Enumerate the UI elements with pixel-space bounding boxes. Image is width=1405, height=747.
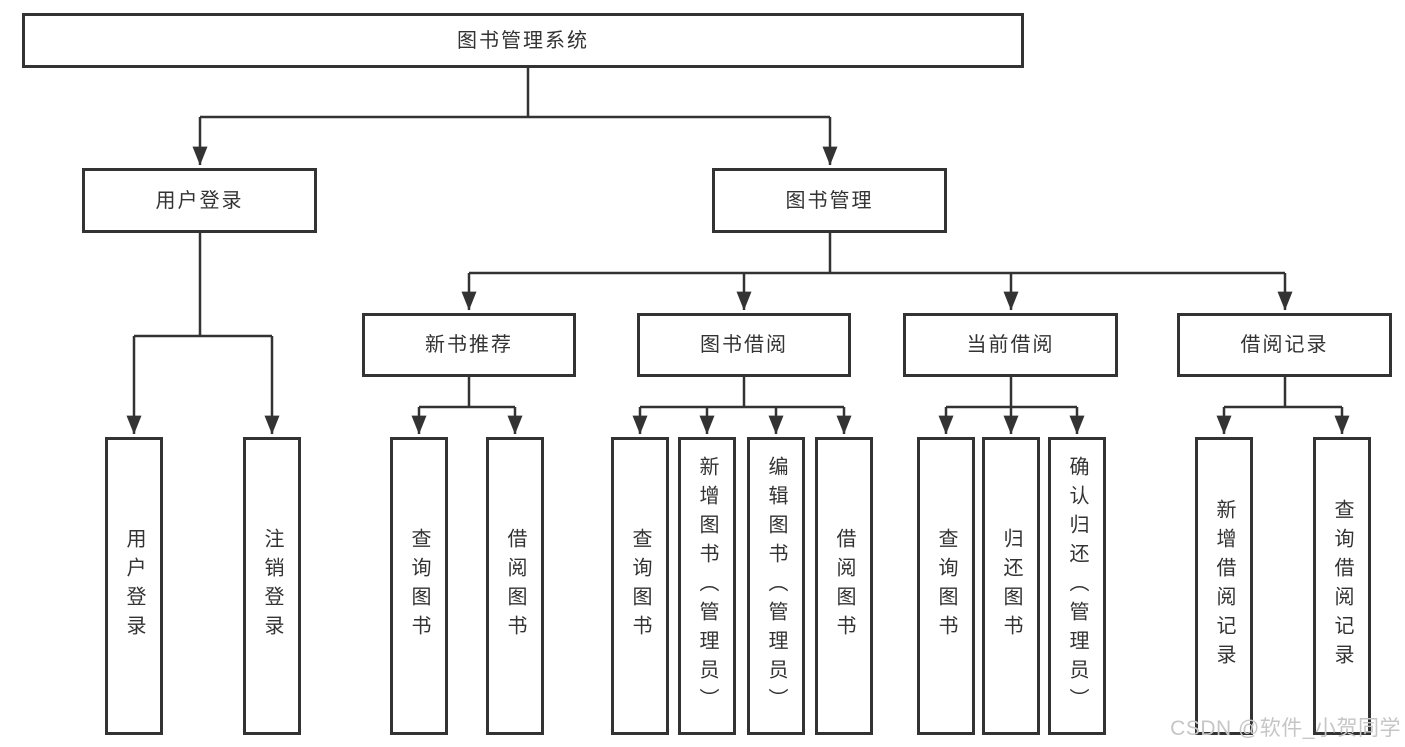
connector-book-management-to-level3 xyxy=(461,233,1293,311)
node-user-login: 用户登录 xyxy=(82,168,317,233)
node-user-login-label: 用户登录 xyxy=(155,189,244,212)
leaf-user-login: 用户登录 xyxy=(105,437,163,735)
leaf-add-borrow-record-label: 新增借阅记录 xyxy=(1213,499,1235,673)
leaf-borrow-book-recommend-label: 借阅图书 xyxy=(504,528,526,644)
leaf-add-book-admin-label: 新增图书（管理员） xyxy=(696,455,718,717)
connector-borrowing-to-leaves xyxy=(632,377,852,435)
node-current-borrowing-label: 当前借阅 xyxy=(966,334,1055,356)
node-book-management: 图书管理 xyxy=(712,168,947,233)
leaf-borrow-book-recommend: 借阅图书 xyxy=(486,437,544,735)
connector-current-to-leaves xyxy=(938,377,1085,435)
leaf-edit-book-admin-label: 编辑图书（管理员） xyxy=(765,455,787,717)
leaf-return-book-label: 归还图书 xyxy=(1000,528,1022,644)
leaf-confirm-return-admin: 确认归还（管理员） xyxy=(1048,437,1106,735)
node-borrow-records-label: 借阅记录 xyxy=(1240,334,1329,356)
leaf-confirm-return-admin-label: 确认归还（管理员） xyxy=(1066,455,1088,717)
connector-records-to-leaves xyxy=(1216,377,1350,435)
node-root-library-system: 图书管理系统 xyxy=(22,13,1024,68)
node-root-label: 图书管理系统 xyxy=(457,29,589,52)
leaf-query-book-current-label: 查询图书 xyxy=(935,528,957,644)
node-new-book-recommend-label: 新书推荐 xyxy=(425,334,513,356)
node-book-borrowing-label: 图书借阅 xyxy=(700,334,788,356)
leaf-add-book-admin: 新增图书（管理员） xyxy=(678,437,736,735)
leaf-query-book-borrowing-label: 查询图书 xyxy=(629,528,651,644)
leaf-edit-book-admin: 编辑图书（管理员） xyxy=(747,437,805,735)
node-borrow-records: 借阅记录 xyxy=(1177,313,1392,377)
leaf-query-book-recommend: 查询图书 xyxy=(390,437,448,735)
node-current-borrowing: 当前借阅 xyxy=(903,313,1118,377)
connector-user-login-to-leaves xyxy=(126,233,280,435)
leaf-query-book-current: 查询图书 xyxy=(917,437,975,735)
leaf-query-book-borrowing: 查询图书 xyxy=(611,437,669,735)
leaf-logout: 注销登录 xyxy=(243,437,301,735)
node-book-borrowing: 图书借阅 xyxy=(637,313,851,377)
leaf-logout-label: 注销登录 xyxy=(261,528,283,644)
leaf-query-borrow-record-label: 查询借阅记录 xyxy=(1331,499,1353,673)
leaf-add-borrow-record: 新增借阅记录 xyxy=(1195,437,1253,735)
leaf-user-login-label: 用户登录 xyxy=(123,528,145,644)
node-new-book-recommend: 新书推荐 xyxy=(362,313,576,377)
leaf-borrow-book-borrowing-label: 借阅图书 xyxy=(833,528,855,644)
csdn-watermark: CSDN @软件_小贺同学 xyxy=(1170,717,1401,740)
leaf-borrow-book-borrowing: 借阅图书 xyxy=(815,437,873,735)
node-book-management-label: 图书管理 xyxy=(785,189,874,212)
leaf-query-book-recommend-label: 查询图书 xyxy=(408,528,430,644)
leaf-return-book: 归还图书 xyxy=(982,437,1040,735)
leaf-query-borrow-record: 查询借阅记录 xyxy=(1313,437,1371,735)
connector-root-to-level2 xyxy=(192,68,838,166)
connector-recommend-to-leaves xyxy=(411,377,523,435)
